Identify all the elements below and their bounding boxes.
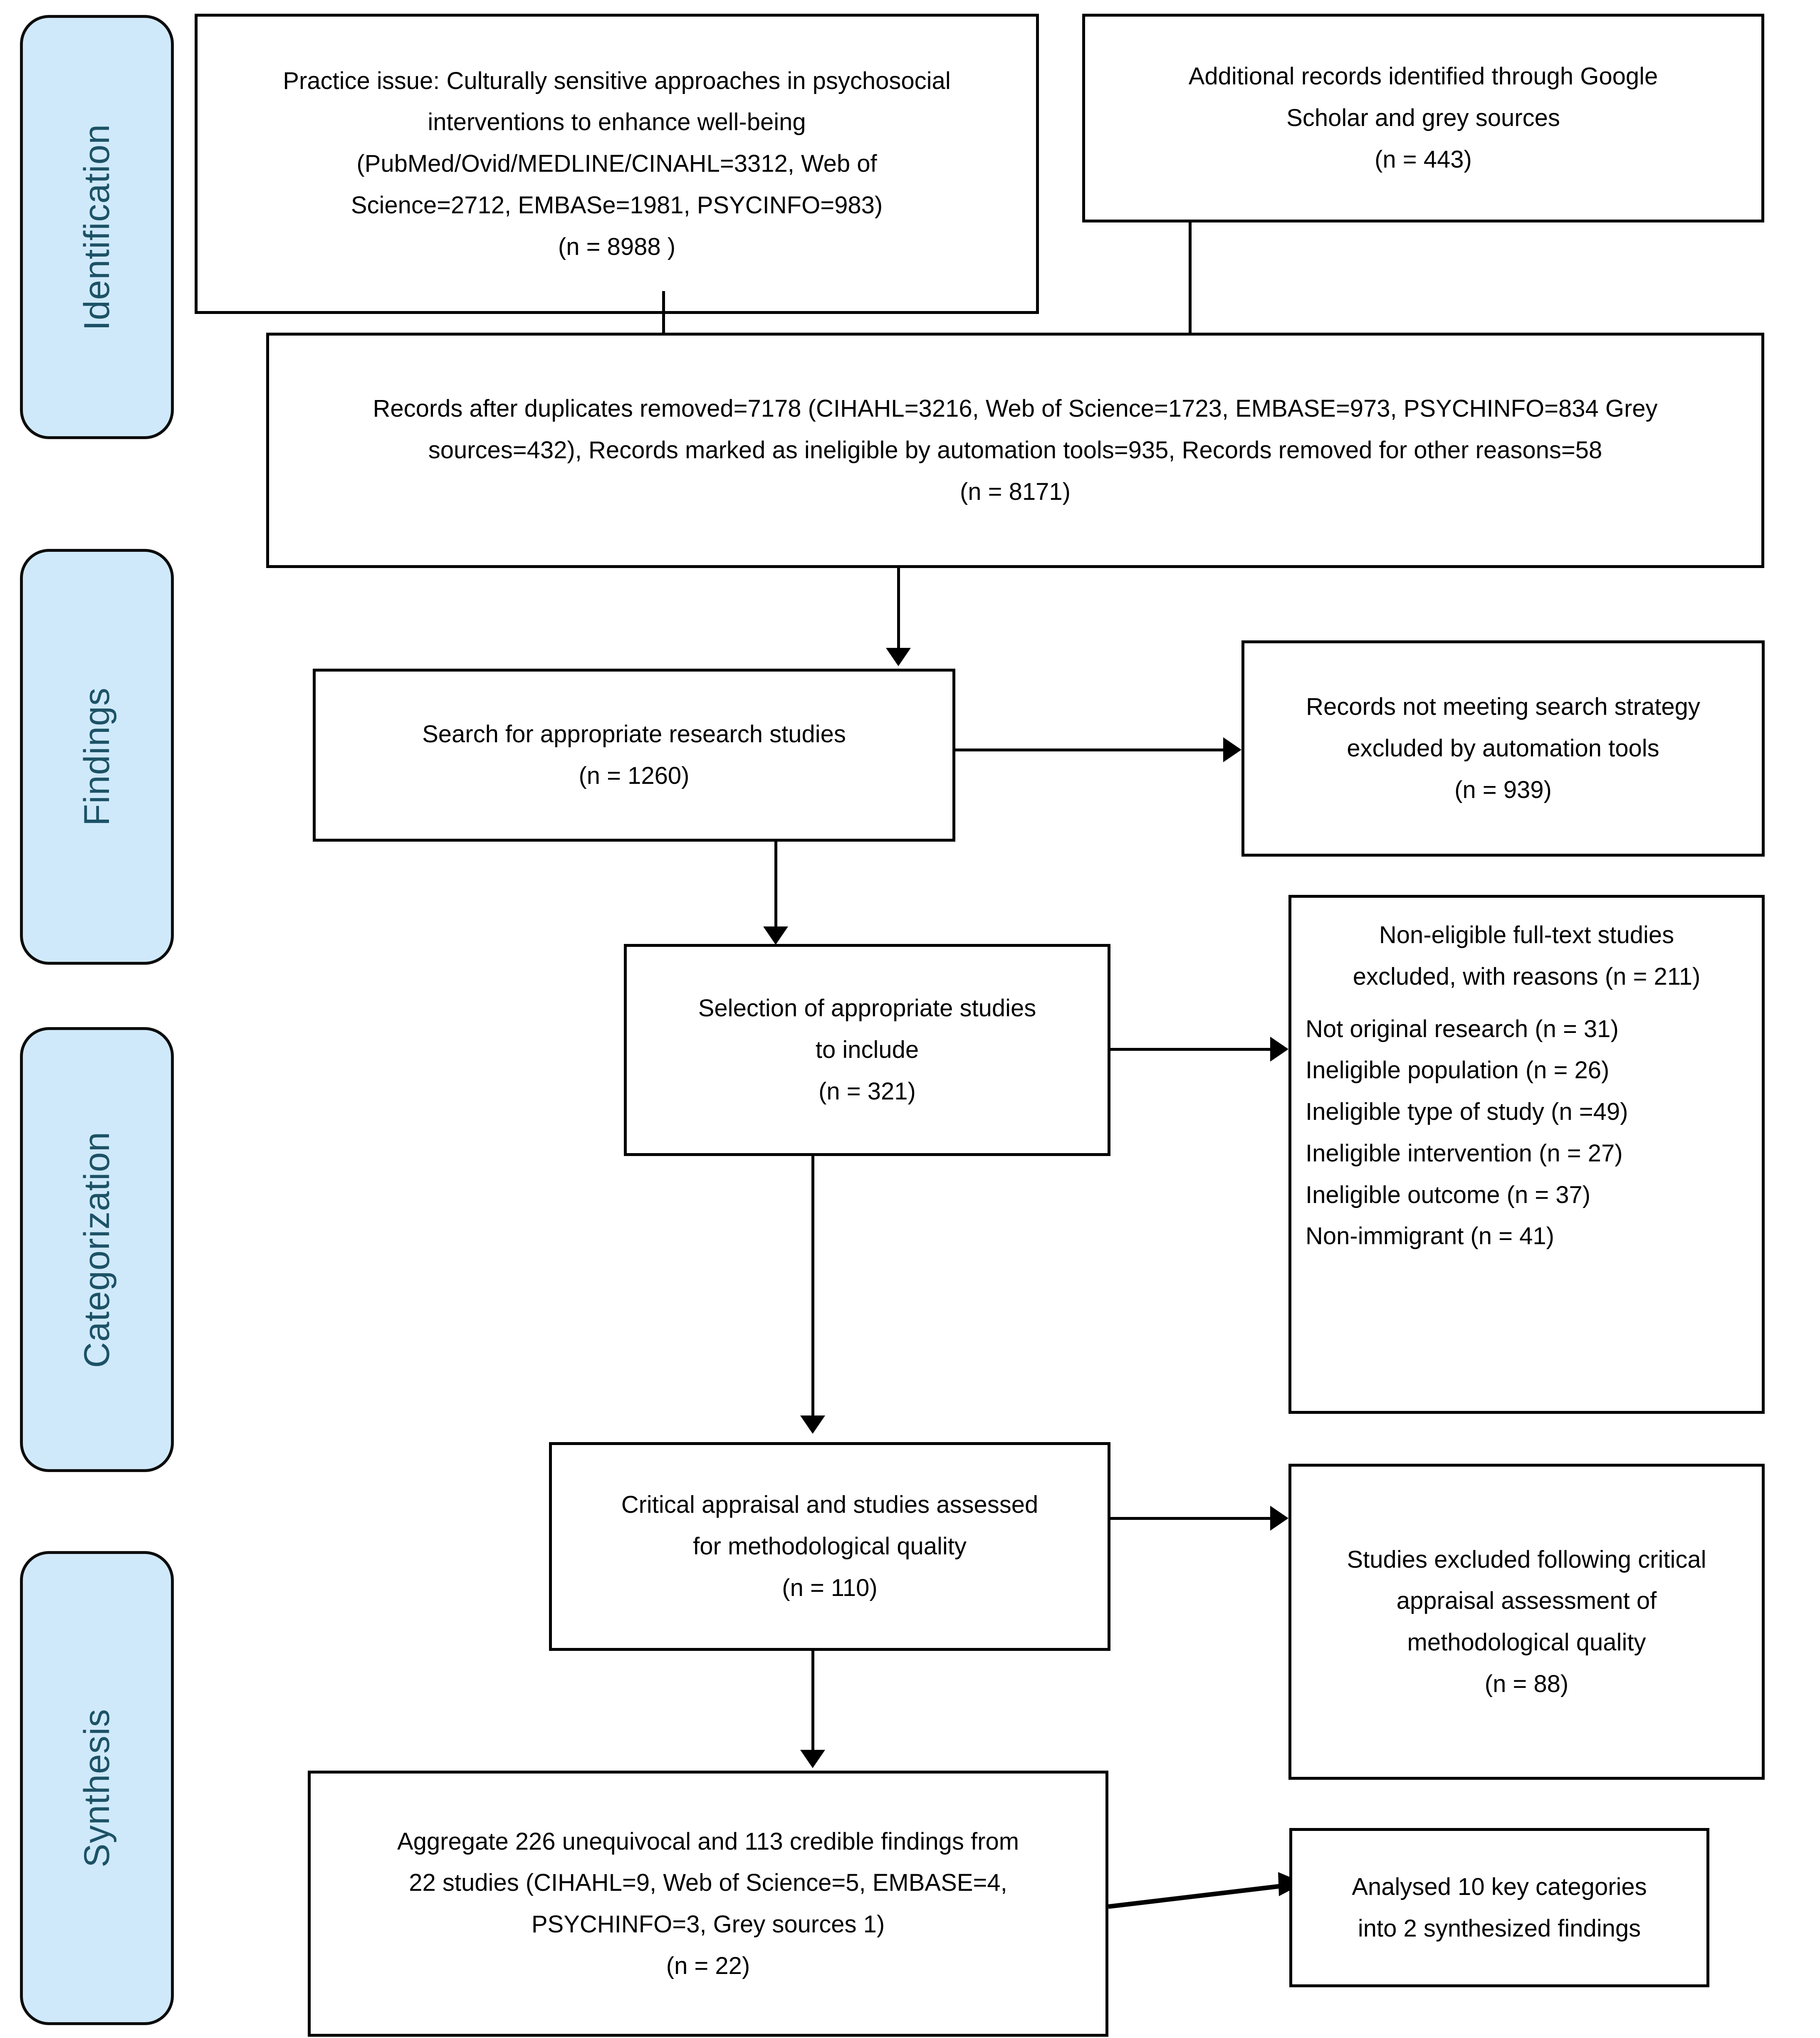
arrow-selection-to-appraisal [800,1415,825,1434]
connector-selection-to-appraisal [811,1156,814,1418]
node-records-not-meeting: Records not meeting search strategy excl… [1241,640,1765,857]
connector-aggregate-to-analysed [1108,1872,1304,1909]
arrow-selection-to-non-eligible [1270,1037,1288,1062]
aggregate-findings-line-4: (n = 22) [666,1952,750,1979]
practice-issue-line-5: (n = 8988 ) [558,233,676,260]
selection-studies-line-2: to include [815,1036,919,1064]
additional-records-line-3: (n = 443) [1375,146,1472,173]
stage-label-synthesis: Synthesis [77,1709,117,1868]
duplicates-removed-line-3: (n = 8171) [959,478,1071,505]
practice-issue-line-4: Science=2712, EMBASe=1981, PSYCINFO=983) [351,191,883,219]
duplicates-removed-line-1: Records after duplicates removed=7178 (C… [373,395,1658,422]
node-studies-excluded-appraisal: Studies excluded following critical appr… [1288,1464,1765,1780]
studies-excluded-line-2: appraisal assessment of [1396,1587,1657,1615]
analysed-categories-line-1: Analysed 10 key categories [1352,1873,1647,1900]
node-additional-records: Additional records identified through Go… [1082,14,1764,222]
stage-label-categorization: Categorization [77,1131,117,1368]
practice-issue-line-3: (PubMed/Ovid/MEDLINE/CINAHL=3312, Web of [356,150,877,178]
node-selection-studies: Selection of appropriate studies to incl… [624,944,1110,1156]
non-eligible-head-line-1: Non-eligible full-text studies [1379,921,1674,949]
aggregate-findings-line-2: 22 studies (CIHAHL=9, Web of Science=5, … [409,1869,1007,1897]
stage-pill-categorization: Categorization [20,1027,174,1472]
connector-appraisal-to-aggregate [811,1651,814,1752]
node-analysed-categories: Analysed 10 key categories into 2 synthe… [1289,1828,1709,1987]
additional-records-line-2: Scholar and grey sources [1286,104,1560,132]
search-studies-line-2: (n = 1260) [579,762,690,789]
stage-label-identification: Identification [77,124,117,331]
studies-excluded-line-4: (n = 88) [1484,1670,1569,1697]
non-eligible-reason-5: Ineligible outcome (n = 37) [1306,1181,1591,1208]
non-eligible-head-line-2: excluded, with reasons (n = 211) [1353,963,1701,990]
stage-pill-synthesis: Synthesis [20,1551,174,2025]
node-duplicates-removed: Records after duplicates removed=7178 (C… [266,333,1764,568]
critical-appraisal-line-3: (n = 110) [782,1574,878,1601]
selection-studies-line-3: (n = 321) [819,1077,916,1105]
non-eligible-reason-4: Ineligible intervention (n = 27) [1306,1139,1623,1167]
arrow-appraisal-to-aggregate [800,1750,825,1768]
non-eligible-reason-2: Ineligible population (n = 26) [1306,1057,1610,1084]
critical-appraisal-line-1: Critical appraisal and studies assessed [621,1491,1039,1519]
critical-appraisal-line-2: for methodological quality [693,1533,967,1560]
stage-pill-findings: Findings [20,549,174,965]
selection-studies-line-1: Selection of appropriate studies [698,995,1036,1022]
arrow-search-to-selection [763,926,788,945]
records-not-meeting-line-1: Records not meeting search strategy [1306,693,1700,721]
arrow-search-to-not-meeting [1223,737,1241,762]
practice-issue-line-2: interventions to enhance well-being [428,109,806,136]
duplicates-removed-line-2: sources=432), Records marked as ineligib… [428,437,1602,464]
connector-selection-to-non-eligible [1110,1048,1273,1051]
connector-duplicates-to-search [897,568,900,651]
records-not-meeting-line-3: (n = 939) [1454,776,1552,803]
stage-pill-identification: Identification [20,15,174,439]
non-eligible-reason-3: Ineligible type of study (n =49) [1306,1098,1628,1125]
node-critical-appraisal: Critical appraisal and studies assessed … [549,1442,1110,1651]
practice-issue-line-1: Practice issue: Culturally sensitive app… [283,67,951,94]
arrow-appraisal-to-excluded [1270,1506,1288,1531]
node-non-eligible-excluded: Non-eligible full-text studies excluded,… [1288,895,1765,1414]
arrow-duplicates-to-search [886,648,911,666]
node-practice-issue: Practice issue: Culturally sensitive app… [195,14,1039,314]
node-aggregate-findings: Aggregate 226 unequivocal and 113 credib… [308,1771,1108,2037]
connector-appraisal-to-excluded [1110,1517,1273,1520]
connector-search-to-not-meeting [955,749,1226,751]
aggregate-findings-line-3: PSYCHINFO=3, Grey sources 1) [531,1911,885,1938]
connector-search-to-selection [774,842,777,929]
stage-label-findings: Findings [77,687,117,826]
analysed-categories-line-2: into 2 synthesized findings [1358,1914,1641,1942]
search-studies-line-1: Search for appropriate research studies [422,721,846,748]
node-search-studies: Search for appropriate research studies … [313,669,955,842]
non-eligible-reason-6: Non-immigrant (n = 41) [1306,1223,1554,1250]
records-not-meeting-line-2: excluded by automation tools [1347,735,1659,762]
additional-records-line-1: Additional records identified through Go… [1188,63,1658,90]
studies-excluded-line-3: methodological quality [1407,1629,1646,1656]
aggregate-findings-line-1: Aggregate 226 unequivocal and 113 credib… [397,1828,1019,1855]
connector-practice-to-duplicates [662,291,665,335]
studies-excluded-line-1: Studies excluded following critical [1347,1546,1706,1573]
non-eligible-heading: Non-eligible full-text studies excluded,… [1306,914,1748,998]
connector-additional-to-duplicates [1189,220,1192,335]
non-eligible-reason-1: Not original research (n = 31) [1306,1015,1619,1042]
